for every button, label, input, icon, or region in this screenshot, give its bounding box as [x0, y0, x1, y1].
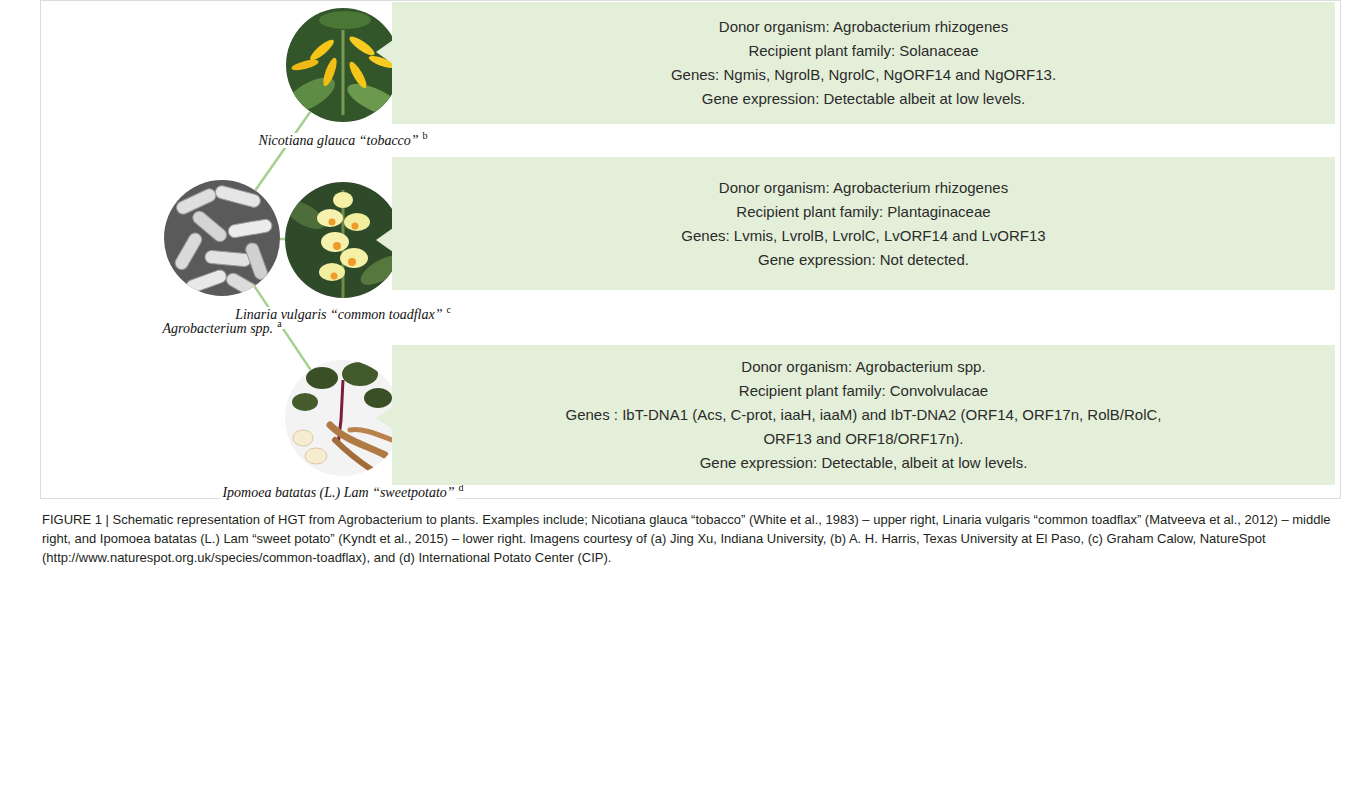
- info-box: Donor organism: Agrobacterium spp.Recipi…: [392, 345, 1335, 485]
- info-line: Gene expression: Detectable, albeit at l…: [544, 451, 1184, 475]
- info-text: Donor organism: Agrobacterium rhizogenes…: [681, 176, 1045, 272]
- species-label: Nicotiana glauca “tobacco”b: [193, 130, 493, 149]
- bacteria-photo: [160, 176, 284, 302]
- info-line: Donor organism: Agrobacterium rhizogenes: [681, 176, 1045, 200]
- toadflax-photo: [331, 273, 338, 280]
- info-box: Donor organism: Agrobacterium rhizogenes…: [392, 157, 1335, 290]
- tobacco-photo: [280, 6, 407, 124]
- connector-line: [255, 112, 310, 191]
- toadflax-photo: [333, 242, 341, 250]
- sweetpotato-photo: [293, 430, 313, 446]
- bacteria-photo: [173, 231, 204, 272]
- toadflax-photo: [340, 248, 368, 268]
- bacteria-photo: [184, 268, 228, 295]
- sweetpotato-photo: [350, 429, 392, 440]
- toadflax-photo: [344, 213, 370, 231]
- tobacco-photo: [284, 6, 402, 124]
- sweetpotato-photo: [292, 393, 318, 411]
- info-line: Gene expression: Detectable albeit at lo…: [671, 87, 1056, 111]
- callout-pointer: [376, 40, 393, 64]
- info-text: Donor organism: Agrobacterium rhizogenes…: [671, 15, 1056, 111]
- sweetpotato-photo: [364, 388, 392, 408]
- figure-caption: FIGURE 1 | Schematic representation of H…: [42, 510, 1332, 567]
- info-text: Donor organism: Agrobacterium spp.Recipi…: [544, 355, 1184, 475]
- info-line: Recipient plant family: Convolvulacae: [544, 379, 1184, 403]
- tobacco-photo: [321, 56, 340, 87]
- sweetpotato-photo: [284, 359, 402, 477]
- toadflax-photo: [284, 181, 402, 299]
- tobacco-photo: [308, 37, 337, 63]
- bacteria-photo: [244, 241, 269, 281]
- figure-frame: [41, 1, 1341, 499]
- image-credit-mark: b: [421, 130, 430, 141]
- tobacco-photo: [319, 11, 371, 29]
- toadflax-photo: [319, 263, 345, 281]
- toadflax-photo: [281, 181, 408, 299]
- connector-line: [280, 238, 285, 241]
- toadflax-photo: [321, 232, 349, 252]
- bacteria-photo: [214, 184, 262, 208]
- tobacco-photo: [342, 30, 345, 115]
- tobacco-photo: [347, 34, 377, 59]
- toadflax-photo: [329, 219, 336, 226]
- species-name: Ipomoea batatas (L.) Lam “sweetpotato”: [220, 485, 456, 500]
- toadflax-photo: [317, 209, 343, 227]
- bacteria-photo: [224, 271, 265, 302]
- info-line: Donor organism: Agrobacterium spp.: [544, 355, 1184, 379]
- photo-frame: [164, 180, 280, 296]
- info-line: Recipient plant family: Solanaceae: [671, 39, 1056, 63]
- tobacco-photo: [290, 58, 319, 73]
- callout-pointer: [376, 406, 393, 430]
- sweetpotato-photo: [284, 359, 402, 477]
- species-name: Nicotiana glauca “tobacco”: [256, 133, 420, 148]
- toadflax-photo: [352, 223, 359, 230]
- species-label: Linaria vulgaris “common toadflax”c: [193, 304, 493, 323]
- photo-frame: [286, 8, 400, 122]
- info-box: Donor organism: Agrobacterium rhizogenes…: [392, 2, 1335, 124]
- info-line: Recipient plant family: Plantaginaceae: [681, 200, 1045, 224]
- bacteria-photo: [160, 176, 284, 300]
- species-name: Agrobacterium spp.: [160, 321, 275, 336]
- callout-pointer: [376, 406, 393, 430]
- species-name: Linaria vulgaris “common toadflax”: [233, 307, 444, 322]
- info-line: Donor organism: Agrobacterium rhizogenes: [671, 15, 1056, 39]
- info-line: Genes: Lvmis, LvrolB, LvrolC, LvORF14 an…: [681, 224, 1045, 248]
- sweetpotato-photo: [305, 448, 327, 464]
- bacteria-photo: [227, 218, 273, 238]
- info-line: Genes: Ngmis, NgrolB, NgrolC, NgORF14 an…: [671, 63, 1056, 87]
- callout-pointer: [376, 228, 393, 252]
- image-credit-mark: c: [444, 304, 452, 315]
- callout-pointer: [376, 40, 393, 64]
- sweetpotato-photo: [335, 440, 372, 470]
- toadflax-photo: [348, 258, 356, 266]
- info-line: Gene expression: Not detected.: [681, 248, 1045, 272]
- bacteria-photo: [204, 250, 251, 267]
- callout-pointer: [376, 228, 393, 252]
- info-line: Genes : IbT-DNA1 (Acs, C-prot, iaaH, iaa…: [544, 403, 1184, 451]
- sweetpotato-photo: [342, 362, 378, 386]
- tobacco-photo: [347, 60, 370, 90]
- sweetpotato-photo: [306, 367, 338, 389]
- toadflax-photo: [333, 192, 353, 208]
